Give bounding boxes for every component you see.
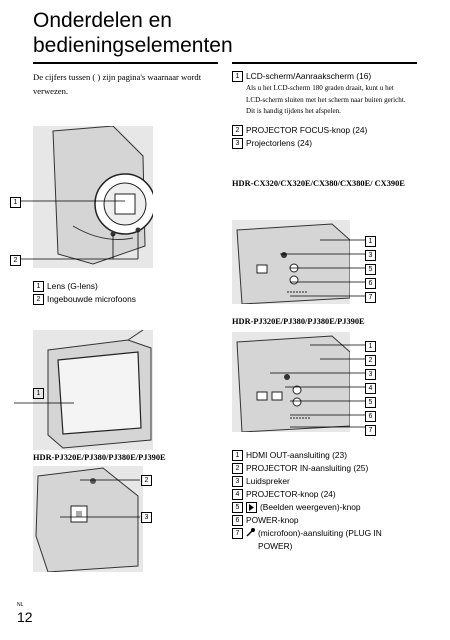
right-rule <box>232 62 417 64</box>
camcorder-lcd-figure <box>33 330 153 450</box>
fig5-callout-2: 2 <box>365 355 376 366</box>
page-language: NL <box>17 602 24 608</box>
fig5-callout-3: 3 <box>365 369 376 380</box>
fig5-callout-7: 7 <box>365 425 376 436</box>
camcorder-side-figure-a <box>232 220 350 304</box>
item-number: 4 <box>232 489 243 500</box>
fig5-callout-6: 6 <box>365 411 376 422</box>
title-rule <box>33 62 218 64</box>
fig5-callout-lines <box>270 340 370 430</box>
fig4-callout-3: 3 <box>365 250 376 261</box>
play-icon <box>246 502 257 513</box>
item-number: 2 <box>232 463 243 474</box>
item-number: 3 <box>232 138 243 149</box>
item-label: HDMI OUT-aansluiting (23) <box>246 450 347 460</box>
fig2-callout-1: 1 <box>33 388 44 399</box>
item-label: Luidspreker <box>246 476 290 486</box>
item-label: LCD-scherm/Aanraakscherm (16) <box>246 71 372 81</box>
item-label: PROJECTOR-knop (24) <box>246 489 336 499</box>
fig4-callout-lines <box>280 236 370 300</box>
item-label: Lens (G-lens) <box>47 281 98 291</box>
intro-text: De cijfers tussen ( ) zijn pagina's waar… <box>33 72 202 96</box>
item-number: 2 <box>232 125 243 136</box>
model-label-b: HDR-PJ320E/PJ380/PJ380E/PJ390E <box>232 317 365 326</box>
item-label: (microfoon)-aansluiting (PLUG IN POWER) <box>258 528 382 551</box>
fig3-callout-2: 2 <box>141 475 152 486</box>
fig1-callout-2: 2 <box>10 255 21 266</box>
model-label-a: HDR-CX320/CX320E/CX380/CX380E/ CX390E <box>232 179 405 188</box>
page-number: 12 <box>17 609 33 625</box>
right-item-1-note: Als u het LCD-scherm 180 graden draait, … <box>246 84 406 115</box>
bottom-item-7: 7 (microfoon)-aansluiting (PLUG IN POWER) <box>232 527 412 553</box>
camcorder-projector-figure <box>33 466 143 572</box>
fig5-callout-5: 5 <box>365 397 376 408</box>
microphone-icon <box>246 527 256 537</box>
fig5-callout-1: 1 <box>365 341 376 352</box>
item-number: 2 <box>33 294 44 305</box>
fig4-callout-7: 7 <box>365 292 376 303</box>
fig5-callout-4: 4 <box>365 383 376 394</box>
fig4-callout-5: 5 <box>365 264 376 275</box>
fig1-callout-lines <box>10 132 155 272</box>
item-number: 6 <box>232 515 243 526</box>
fig4-callout-1: 1 <box>365 236 376 247</box>
item-number: 3 <box>232 476 243 487</box>
fig1-callout-1: 1 <box>10 197 21 208</box>
item-number: 7 <box>232 528 243 539</box>
fig2-callout-line <box>14 392 74 404</box>
fig3-callout-3: 3 <box>141 512 152 523</box>
item-number: 1 <box>232 450 243 461</box>
item-label: Projectorlens (24) <box>246 138 313 148</box>
item-label: POWER-knop <box>246 515 299 525</box>
camcorder-front-figure <box>33 126 153 268</box>
item-label: PROJECTOR FOCUS-knop (24) <box>246 125 368 135</box>
item-label: PROJECTOR IN-aansluiting (25) <box>246 463 369 473</box>
page-title: Onderdelen en bedieningselementen <box>33 9 233 57</box>
fig4-callout-6: 6 <box>365 278 376 289</box>
item-number: 1 <box>232 71 243 82</box>
bottom-item-5: 5 (Beelden weergeven)-knop <box>232 501 361 514</box>
item-label: (Beelden weergeven)-knop <box>260 502 361 512</box>
item-number: 5 <box>232 502 243 513</box>
fig3-callout-lines <box>60 475 140 525</box>
model-label-c: HDR-PJ320E/PJ380/PJ380E/PJ390E <box>33 453 166 462</box>
item-number: 1 <box>33 281 44 292</box>
item-label: Ingebouwde microfoons <box>47 294 136 304</box>
